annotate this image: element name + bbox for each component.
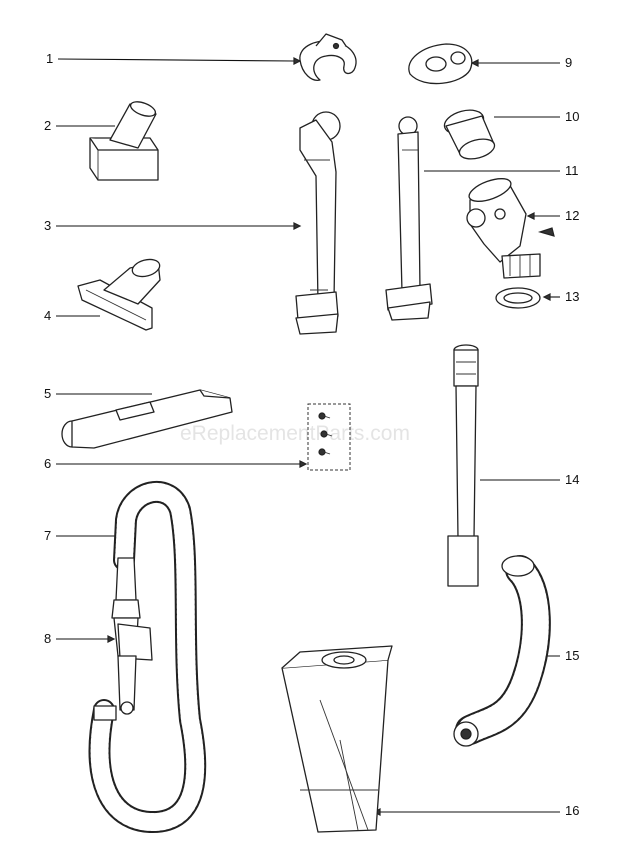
callout-13: 13 — [542, 289, 579, 304]
part-13-seal-ring — [495, 287, 541, 309]
callout-9: 9 — [470, 55, 572, 70]
callout-12: 12 — [526, 208, 579, 223]
part-3-handle-wand — [295, 111, 341, 335]
part-2-upholstery-nozzle — [89, 101, 159, 181]
callout-label-8: 8 — [44, 631, 51, 646]
part-5-crevice-tool — [61, 389, 233, 449]
part-16-dust-bag — [281, 645, 393, 833]
callout-label-3: 3 — [44, 218, 51, 233]
callout-label-9: 9 — [565, 55, 572, 70]
callout-5: 5 — [44, 386, 152, 401]
callout-label-14: 14 — [565, 472, 579, 487]
callout-label-4: 4 — [44, 308, 51, 323]
part-15-flex-hose — [453, 555, 551, 747]
part-11-extension-wand — [385, 116, 433, 321]
callout-label-5: 5 — [44, 386, 51, 401]
callout-14: 14 — [480, 472, 579, 487]
part-6-hardware-kit — [307, 403, 351, 471]
callout-label-15: 15 — [565, 648, 579, 663]
callout-6: 6 — [44, 456, 308, 471]
part-9-coupling — [408, 43, 473, 85]
callout-8: 8 — [44, 631, 116, 646]
callout-4: 4 — [44, 308, 100, 323]
callout-1: 1 — [46, 51, 302, 66]
callout-3: 3 — [44, 218, 302, 233]
part-10-adapter — [443, 109, 496, 160]
callout-7: 7 — [44, 528, 116, 543]
callout-16: 16 — [372, 803, 579, 818]
callout-label-6: 6 — [44, 456, 51, 471]
callout-label-11: 11 — [565, 163, 579, 178]
callout-label-2: 2 — [44, 118, 51, 133]
callout-label-16: 16 — [565, 803, 579, 818]
callout-label-7: 7 — [44, 528, 51, 543]
callout-label-12: 12 — [565, 208, 579, 223]
callout-2: 2 — [44, 118, 115, 133]
part-4-floor-tool — [77, 258, 161, 331]
part-1-hose-clip — [299, 33, 357, 81]
callout-label-1: 1 — [46, 51, 53, 66]
callout-10: 10 — [494, 109, 579, 124]
watermark-text: eReplacementParts.com — [180, 422, 410, 445]
part-14-straight-wand — [447, 344, 479, 587]
part-7-hose — [88, 481, 207, 833]
callout-label-10: 10 — [565, 109, 579, 124]
part-12-elbow — [466, 178, 555, 279]
callout-11: 11 — [424, 163, 579, 178]
part-8-hose-handle — [117, 623, 153, 715]
callout-label-13: 13 — [565, 289, 579, 304]
